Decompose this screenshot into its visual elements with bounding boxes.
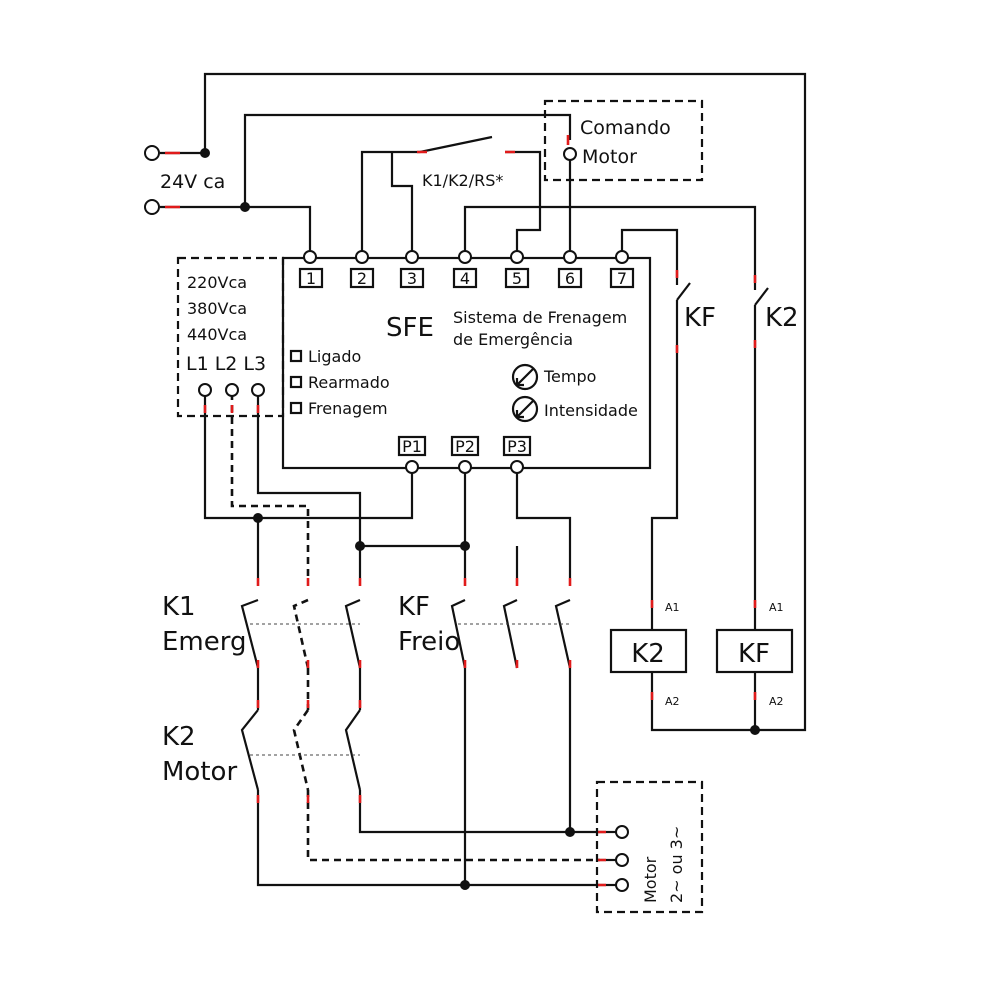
sfe-terminal-6: 6: [557, 250, 583, 289]
knob-tempo-label: Tempo: [543, 367, 596, 386]
supply-terminals: 24V ca: [144, 145, 225, 215]
sfe-terminal-7: 7: [609, 250, 635, 289]
mains-440: 440Vca: [187, 325, 247, 344]
led-rearmado: Rearmado: [308, 373, 390, 392]
motor-box: Motor 2~ ou 3~: [595, 780, 704, 914]
command-line2: Motor: [582, 146, 637, 168]
knob-intensidade-label: Intensidade: [544, 401, 638, 420]
wires: [160, 72, 807, 887]
mains-box: 220Vca 380Vca 440Vca L1 L2 L3: [176, 256, 285, 418]
mechanical-links: [250, 623, 570, 756]
command-line1: Comando: [580, 117, 671, 139]
svg-text:2: 2: [357, 269, 367, 288]
sfe-terminal-3: 3: [399, 250, 425, 289]
sfe-terminal-5: 5: [504, 250, 530, 289]
k2-name: K2: [162, 722, 196, 752]
led-ligado: Ligado: [308, 347, 361, 366]
supply-label: 24V ca: [160, 171, 225, 193]
sfe-title: SFE: [386, 313, 434, 343]
sfe-module: 1 2 3 4 5 6 7 SFE Sistema de Frenagem de…: [281, 250, 652, 474]
svg-text:A2: A2: [769, 695, 784, 708]
svg-text:3: 3: [407, 269, 417, 288]
sfe-output-p3: P3: [502, 435, 532, 474]
svg-text:A2: A2: [665, 695, 680, 708]
aux-k2-label: K2: [765, 303, 799, 333]
led-frenagem: Frenagem: [308, 399, 388, 418]
contact-label: K1/K2/RS*: [422, 171, 503, 190]
svg-text:7: 7: [617, 269, 627, 288]
command-box: Comando Motor: [543, 99, 704, 182]
motor-line1: Motor: [641, 856, 660, 903]
svg-text:P3: P3: [507, 437, 527, 456]
svg-text:P2: P2: [455, 437, 475, 456]
kf-name: KF: [398, 592, 430, 622]
svg-text:4: 4: [460, 269, 470, 288]
knob-intensidade-icon: [511, 395, 539, 423]
k2-desc: Motor: [162, 757, 237, 787]
svg-text:5: 5: [512, 269, 522, 288]
sfe-terminal-2: 2: [349, 250, 375, 289]
kf-desc: Freio: [398, 627, 460, 657]
motor-line2: 2~ ou 3~: [667, 826, 686, 903]
sfe-output-p1: P1: [397, 435, 427, 474]
knob-tempo-icon: [511, 363, 539, 391]
aux-kf-label: KF: [684, 303, 716, 333]
svg-text:A1: A1: [665, 601, 680, 614]
sfe-output-p2: P2: [450, 435, 480, 474]
mains-220: 220Vca: [187, 273, 247, 292]
k1-desc: Emerg: [162, 627, 247, 657]
coil-k2: K2 A1 A2: [609, 601, 688, 708]
svg-text:P1: P1: [402, 437, 422, 456]
junctions: [200, 148, 760, 890]
sfe-terminal-4: 4: [452, 250, 478, 289]
svg-text:A1: A1: [769, 601, 784, 614]
svg-text:6: 6: [565, 269, 575, 288]
coil-kf: KF A1 A2: [715, 601, 794, 708]
svg-text:1: 1: [306, 269, 316, 288]
terminal-marks: [165, 135, 757, 887]
sfe-subtitle1: Sistema de Frenagem: [453, 308, 627, 327]
svg-text:K2: K2: [631, 639, 665, 669]
sfe-subtitle2: de Emergência: [453, 330, 573, 349]
mains-380: 380Vca: [187, 299, 247, 318]
mains-phases: L1 L2 L3: [186, 353, 266, 375]
k1-name: K1: [162, 592, 196, 622]
svg-text:KF: KF: [738, 639, 770, 669]
sfe-terminal-1: 1: [298, 250, 324, 289]
